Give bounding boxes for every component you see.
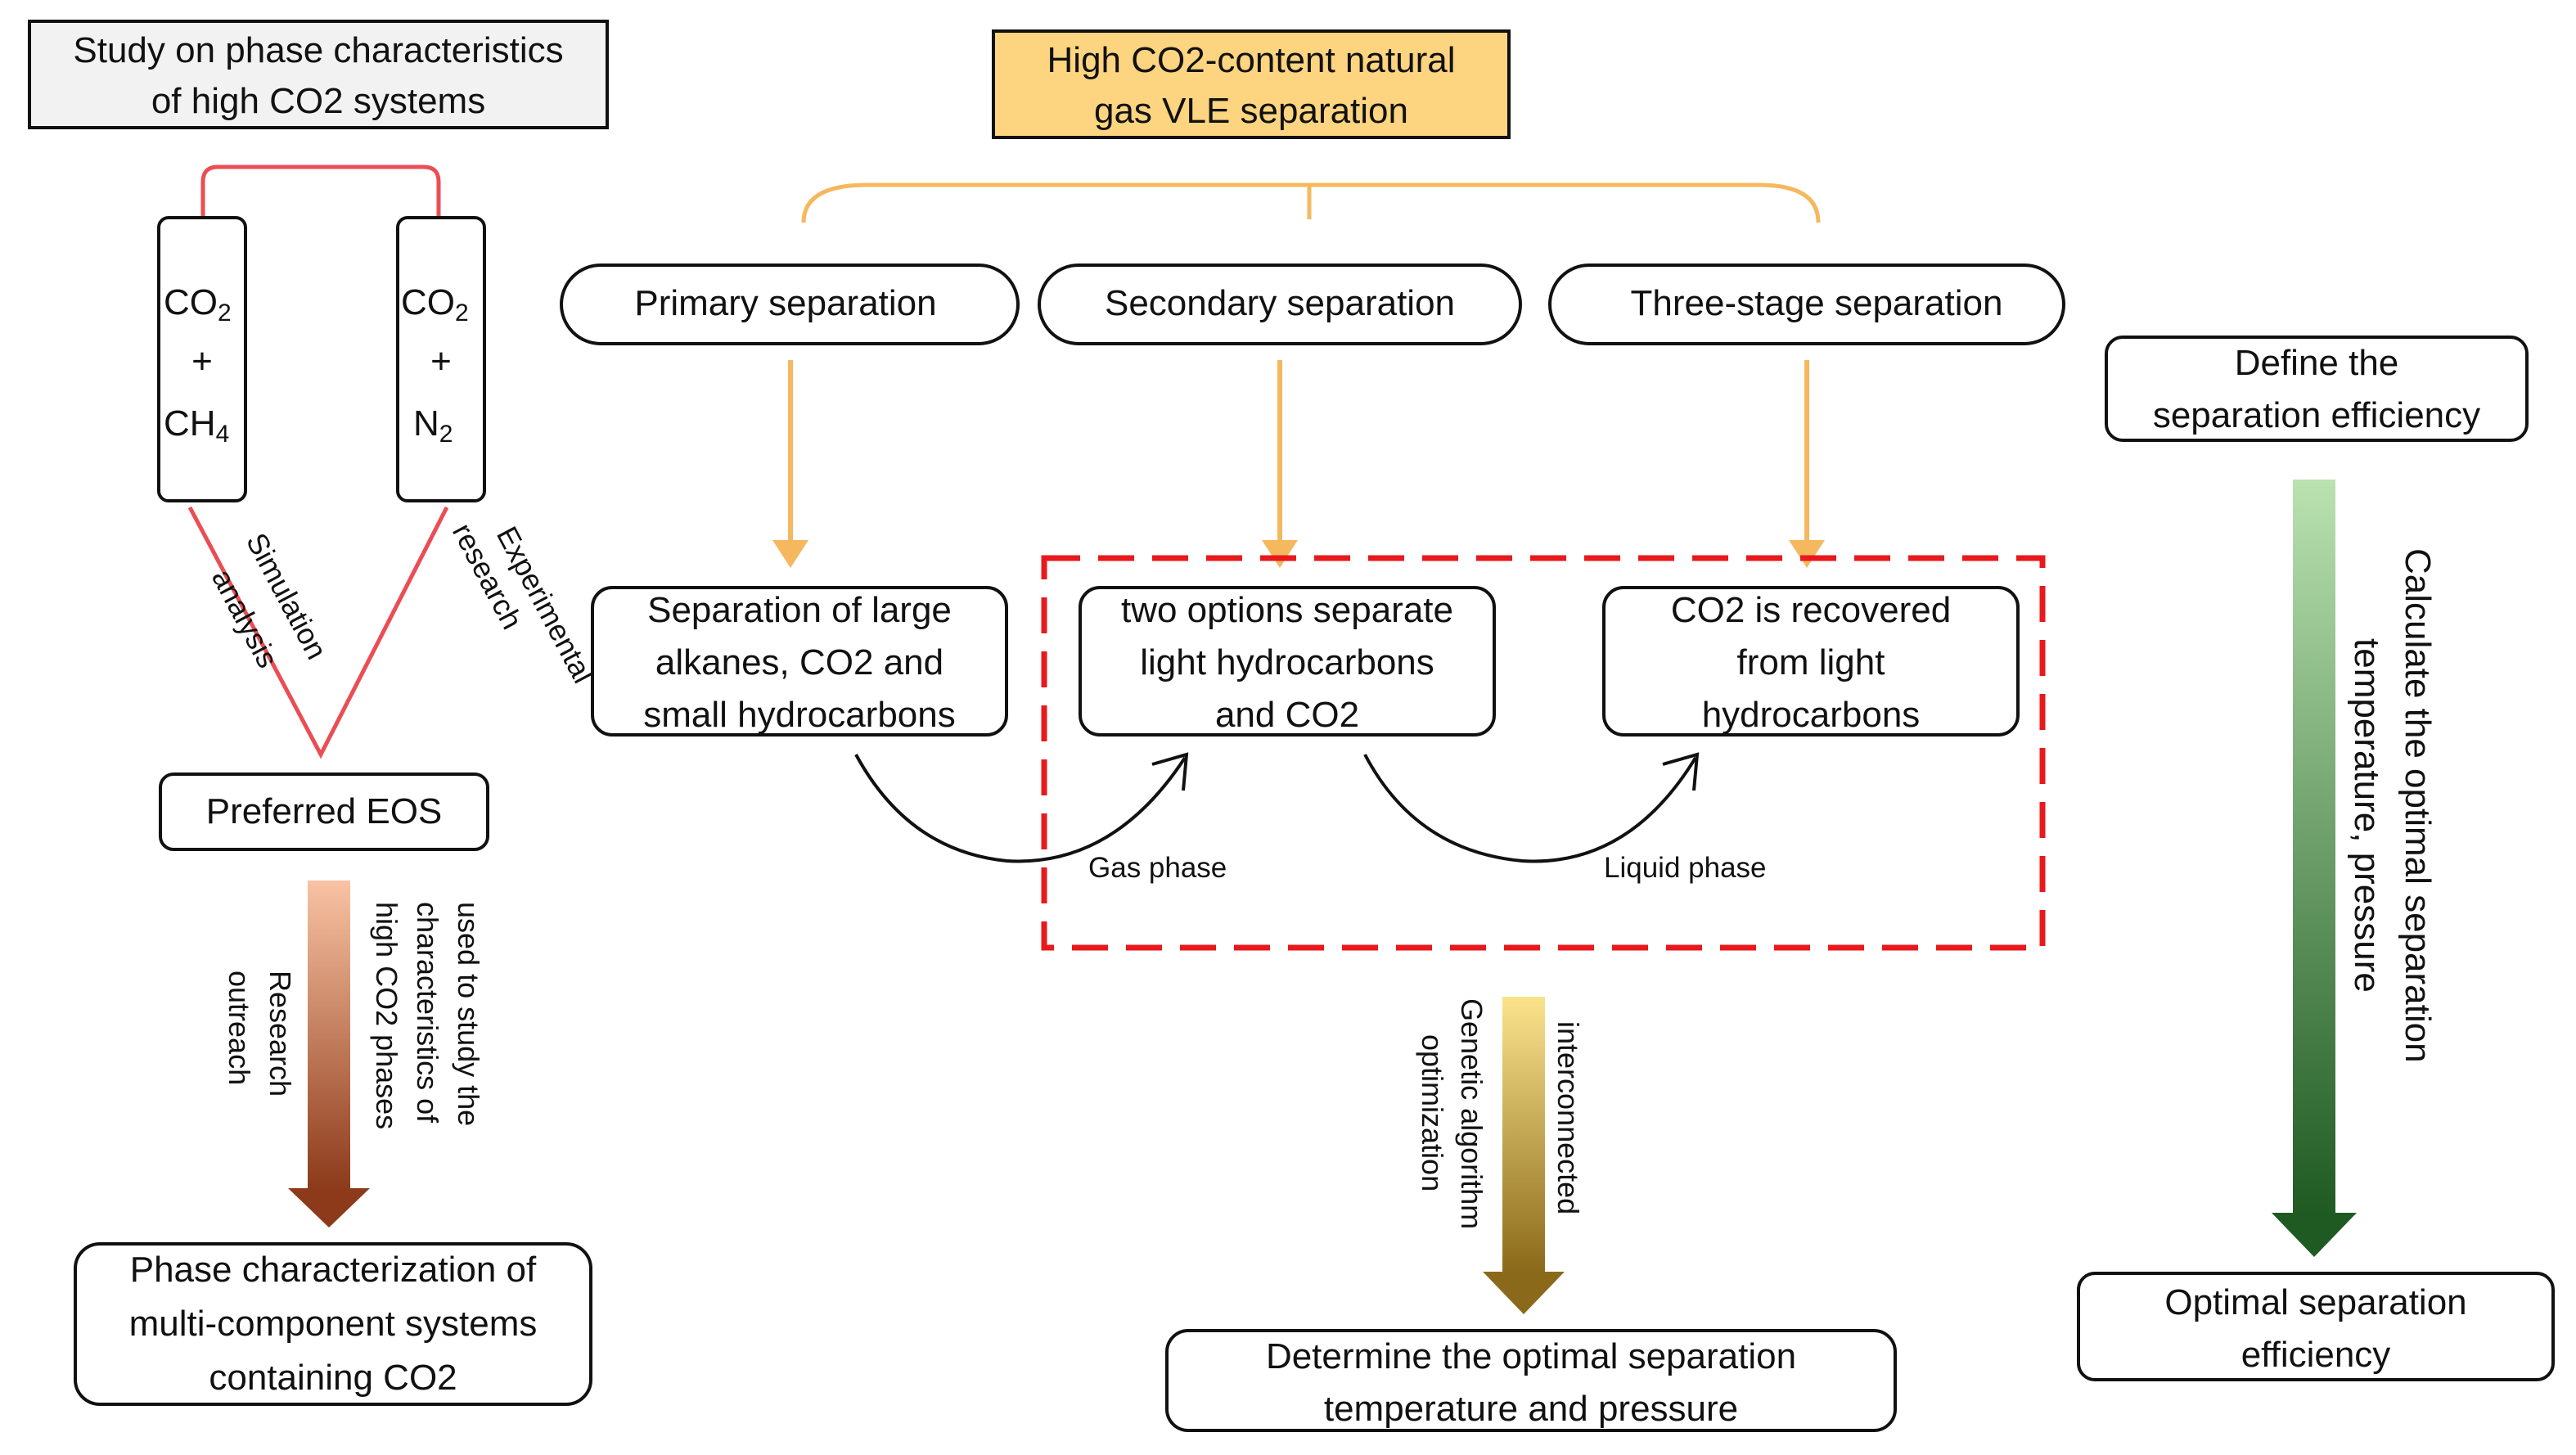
system-co2-ch4-box: CO2 + CH4 [157, 216, 247, 502]
desc2-line2: light hydrocarbons [1140, 642, 1434, 682]
dashed-options-region [1041, 555, 2046, 951]
optimal-efficiency-line1: Optimal separation [2164, 1282, 2466, 1322]
research-outreach-label: Research [263, 971, 297, 1097]
orange-arrow-3 [1789, 360, 1825, 568]
genetic-algorithm-label: Genetic algorithm [1455, 998, 1488, 1229]
system1-line3: CH4 [164, 403, 229, 448]
orange-arrow-2 [1262, 360, 1298, 568]
left-title-line1: Study on phase characteristics [73, 30, 563, 70]
desc-separation-large-alkanes: Separation of large alkanes, CO2 and sma… [591, 586, 1008, 737]
svg-text:characteristics of: characteristics of [411, 902, 444, 1124]
stage-primary-label: Primary separation [634, 283, 936, 323]
calc-optimal-label-line2: temperature, pressure [2347, 638, 2387, 993]
svg-text:Research: Research [263, 971, 297, 1097]
optimal-efficiency-line2: efficiency [2241, 1335, 2391, 1375]
desc-co2-recovered: CO2 is recovered from light hydrocarbons [1602, 586, 2020, 737]
svg-text:temperature, pressure: temperature, pressure [2347, 638, 2387, 993]
svg-text:high CO2 phases: high CO2 phases [370, 902, 403, 1129]
left-title-line2: of high CO2 systems [151, 81, 485, 121]
phase-characterization-line3: containing CO2 [209, 1358, 457, 1398]
desc3-line1: CO2 is recovered [1671, 590, 1951, 630]
desc-two-options: two options separate light hydrocarbons … [1079, 586, 1496, 737]
phase-characterization-line2: multi-component systems [129, 1304, 538, 1344]
orange-brace [801, 182, 1821, 223]
stage-three-stage-separation: Three-stage separation [1548, 264, 2065, 345]
desc3-line2: from light [1737, 642, 1885, 682]
desc3-line3: hydrocarbons [1702, 695, 1921, 735]
liquid-phase-curve-arrow [1363, 752, 1700, 863]
system2-line2: + [430, 341, 452, 381]
svg-text:interconnected: interconnected [1551, 1021, 1585, 1214]
center-title-line2: gas VLE separation [1094, 91, 1408, 131]
interconnected-label: interconnected [1551, 1021, 1585, 1214]
center-gradient-arrow [1483, 997, 1565, 1314]
gas-phase-label: Gas phase [1088, 852, 1227, 884]
preferred-eos-box: Preferred EOS [159, 773, 489, 851]
phase-characterization-box: Phase characterization of multi-componen… [74, 1242, 592, 1406]
svg-text:used to study the: used to study the [452, 902, 485, 1126]
gas-phase-curve-arrow [854, 752, 1189, 863]
define-efficiency-line1: Define the [2235, 343, 2399, 383]
liquid-phase-label: Liquid phase [1604, 852, 1767, 884]
desc2-line3: and CO2 [1215, 695, 1359, 735]
center-title-line1: High CO2-content natural [1047, 40, 1456, 80]
used-to-study-label-line3: high CO2 phases [370, 902, 403, 1129]
right-gradient-arrow [2272, 480, 2357, 1257]
left-title-box: Study on phase characteristics of high C… [28, 20, 609, 129]
red-v-connector [187, 506, 449, 759]
orange-arrow-1 [772, 360, 808, 568]
svg-text:Calculate the optimal separati: Calculate the optimal separation [2398, 548, 2438, 1063]
desc1-line2: alkanes, CO2 and [655, 642, 943, 682]
genetic-algorithm-label-line2: optimization [1416, 1034, 1449, 1191]
stage-three-label: Three-stage separation [1631, 283, 2003, 323]
system2-line3: N2 [413, 403, 453, 448]
determine-optimal-line2: temperature and pressure [1324, 1389, 1738, 1429]
determine-optimal-line1: Determine the optimal separation [1266, 1336, 1796, 1376]
left-gradient-arrow [288, 881, 370, 1228]
svg-text:outreach: outreach [223, 971, 256, 1085]
phase-characterization-line1: Phase characterization of [130, 1250, 537, 1290]
system1-line2: + [191, 341, 213, 381]
stage-secondary-separation: Secondary separation [1038, 264, 1522, 345]
desc1-line1: Separation of large [647, 590, 952, 630]
svg-text:optimization: optimization [1416, 1034, 1449, 1191]
used-to-study-label: used to study the [452, 902, 485, 1126]
system-co2-n2-box: CO2 + N2 [396, 216, 486, 502]
system1-line1: CO2 [164, 282, 232, 327]
stage-primary-separation: Primary separation [560, 264, 1020, 345]
system2-line1: CO2 [401, 282, 469, 327]
calc-optimal-label: Calculate the optimal separation [2398, 548, 2438, 1063]
define-efficiency-line2: separation efficiency [2153, 395, 2480, 435]
desc2-line1: two options separate [1121, 590, 1453, 630]
stage-secondary-label: Secondary separation [1105, 283, 1455, 323]
preferred-eos-label: Preferred EOS [206, 791, 443, 831]
optimal-efficiency-box: Optimal separation efficiency [2077, 1272, 2555, 1381]
red-bracket-connector [200, 164, 441, 218]
define-efficiency-box: Define the separation efficiency [2105, 336, 2529, 442]
used-to-study-label-line2: characteristics of [411, 902, 444, 1124]
determine-optimal-box: Determine the optimal separation tempera… [1165, 1329, 1897, 1432]
svg-text:Genetic algorithm: Genetic algorithm [1455, 998, 1488, 1229]
center-title-box: High CO2-content natural gas VLE separat… [992, 29, 1511, 139]
desc1-line3: small hydrocarbons [643, 695, 956, 735]
research-outreach-label-line2: outreach [223, 971, 256, 1085]
